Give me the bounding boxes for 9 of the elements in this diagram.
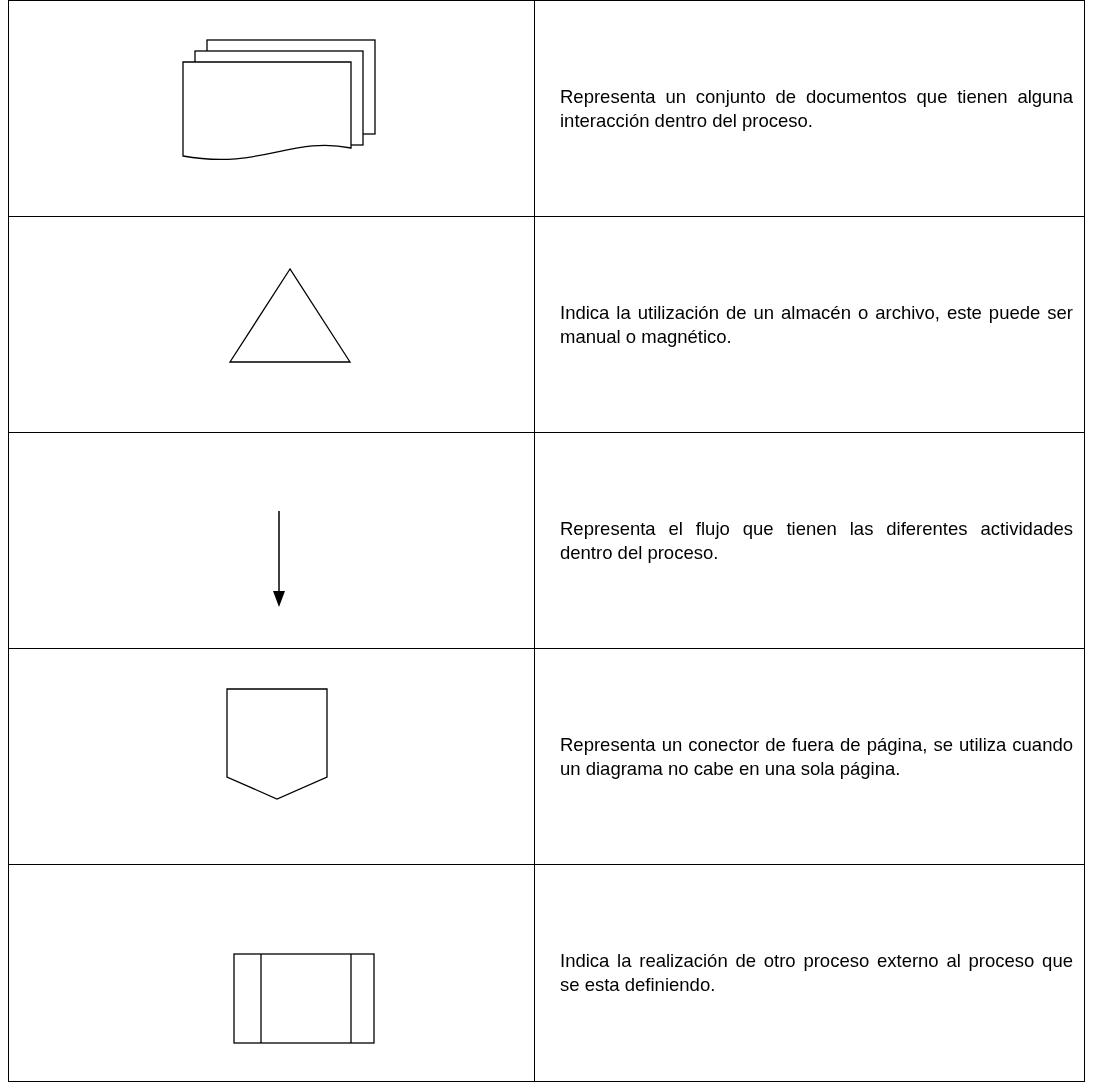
predefined-process-symbol: [233, 953, 375, 1044]
description-text: Indica la utilización de un almacén o archivo, este puede ser manual o magnético.: [560, 300, 1073, 349]
multiple-documents-symbol: [182, 39, 376, 161]
triangle-symbol: [228, 267, 352, 363]
description-text: Representa un conector de fuera de página, se utiliza cuando un diagrama no cabe en una sola página.: [560, 732, 1073, 781]
description-text: Representa un conjunto de documentos que tienen alguna interacción dentro del proceso.: [560, 84, 1073, 133]
description-text: Representa el flujo que tienen las diferentes actividades dentro del proceso.: [560, 516, 1073, 565]
description-text: Indica la realización de otro proceso externo al proceso que se esta definiendo.: [560, 949, 1073, 997]
off-page-connector-symbol: [226, 688, 328, 800]
